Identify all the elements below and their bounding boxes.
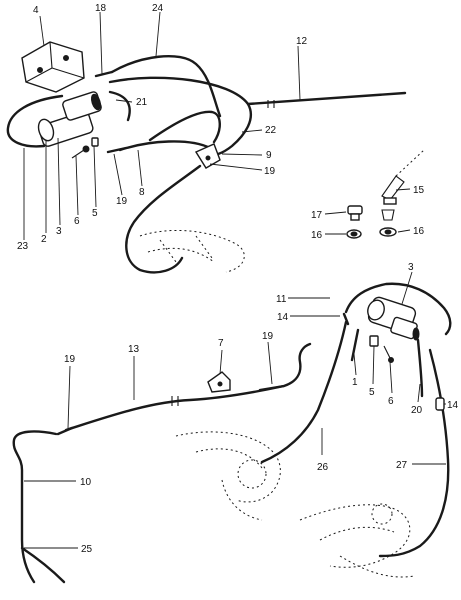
hose-part-8-lower <box>125 164 202 274</box>
callout-14-right: 14 <box>447 400 459 411</box>
callout-3-bottom: 3 <box>408 262 414 273</box>
callout-2: 2 <box>41 234 47 245</box>
callout-4: 4 <box>33 5 39 16</box>
valve-body-part-3-bottom <box>367 296 420 341</box>
connector-part-14-right <box>435 397 445 411</box>
nozzle-part-15 <box>381 149 425 205</box>
connector-part-18 <box>94 70 114 78</box>
hose-part-23 <box>6 94 64 148</box>
clip-part-5-bottom <box>369 335 379 347</box>
callout-7: 7 <box>218 338 224 349</box>
callout-17: 17 <box>311 210 323 221</box>
callout-8: 8 <box>139 187 145 198</box>
screw-part-6-top <box>71 145 90 159</box>
callout-1: 1 <box>352 377 358 388</box>
valve-body-part-2 <box>37 91 102 147</box>
callout-15: 15 <box>413 185 425 196</box>
callout-numbers: 4 18 24 12 21 22 9 19 8 19 5 6 3 2 23 15… <box>17 3 459 555</box>
hose-part-26 <box>260 320 348 464</box>
callout-19-top: 19 <box>264 166 276 177</box>
callout-27: 27 <box>396 460 408 471</box>
tube-part-19-mid <box>258 384 286 392</box>
hose-part-22 <box>108 76 253 158</box>
callout-24: 24 <box>152 3 164 14</box>
callout-3-top: 3 <box>56 226 62 237</box>
bracket-part-4 <box>21 41 85 93</box>
callout-26: 26 <box>317 462 329 473</box>
callout-22: 22 <box>265 125 277 136</box>
callout-6-bottom: 6 <box>388 396 394 407</box>
callout-21: 21 <box>136 97 148 108</box>
callout-9: 9 <box>266 150 272 161</box>
screw-part-6-bottom <box>383 345 394 363</box>
leader-lines <box>23 11 446 549</box>
callout-14-left: 14 <box>277 312 289 323</box>
bracket-part-7 <box>207 371 231 393</box>
rod-part-12 <box>246 91 407 106</box>
callout-13: 13 <box>128 344 140 355</box>
callout-11: 11 <box>276 294 287 305</box>
tube-part-19-left <box>56 426 74 436</box>
clip-part-5-top <box>91 137 99 147</box>
vehicle-outline-top <box>139 229 245 273</box>
callout-5-top: 5 <box>92 208 98 219</box>
callout-19-mid: 19 <box>116 196 128 207</box>
callout-12: 12 <box>296 36 308 47</box>
hose-part-11 <box>344 282 452 336</box>
callout-19-low-mid: 19 <box>262 331 274 342</box>
clip-part-1 <box>350 328 360 362</box>
hose-part-10 <box>12 430 58 584</box>
hose-part-21 <box>108 90 221 144</box>
connector-part-14-left <box>342 312 350 326</box>
callout-19-low-left: 19 <box>64 354 76 365</box>
hose-part-25 <box>20 546 66 584</box>
callout-25: 25 <box>81 544 93 555</box>
callout-10: 10 <box>80 477 92 488</box>
hose-part-27 <box>378 348 450 558</box>
hose-part-24 <box>110 54 222 118</box>
callout-6-top: 6 <box>74 216 80 227</box>
callout-5-bottom: 5 <box>369 387 375 398</box>
screw-part-17 <box>347 205 363 221</box>
callout-16-right: 16 <box>413 226 425 237</box>
callout-20: 20 <box>411 405 423 416</box>
callout-16-left: 16 <box>311 230 323 241</box>
hose-part-20 <box>416 338 424 398</box>
callout-23: 23 <box>17 241 29 252</box>
hose-part-8 <box>118 140 212 152</box>
callout-18: 18 <box>95 3 107 14</box>
tube-part-19-top <box>106 146 128 154</box>
vehicle-outline-bottom <box>175 431 415 578</box>
bracket-part-9 <box>194 143 221 169</box>
